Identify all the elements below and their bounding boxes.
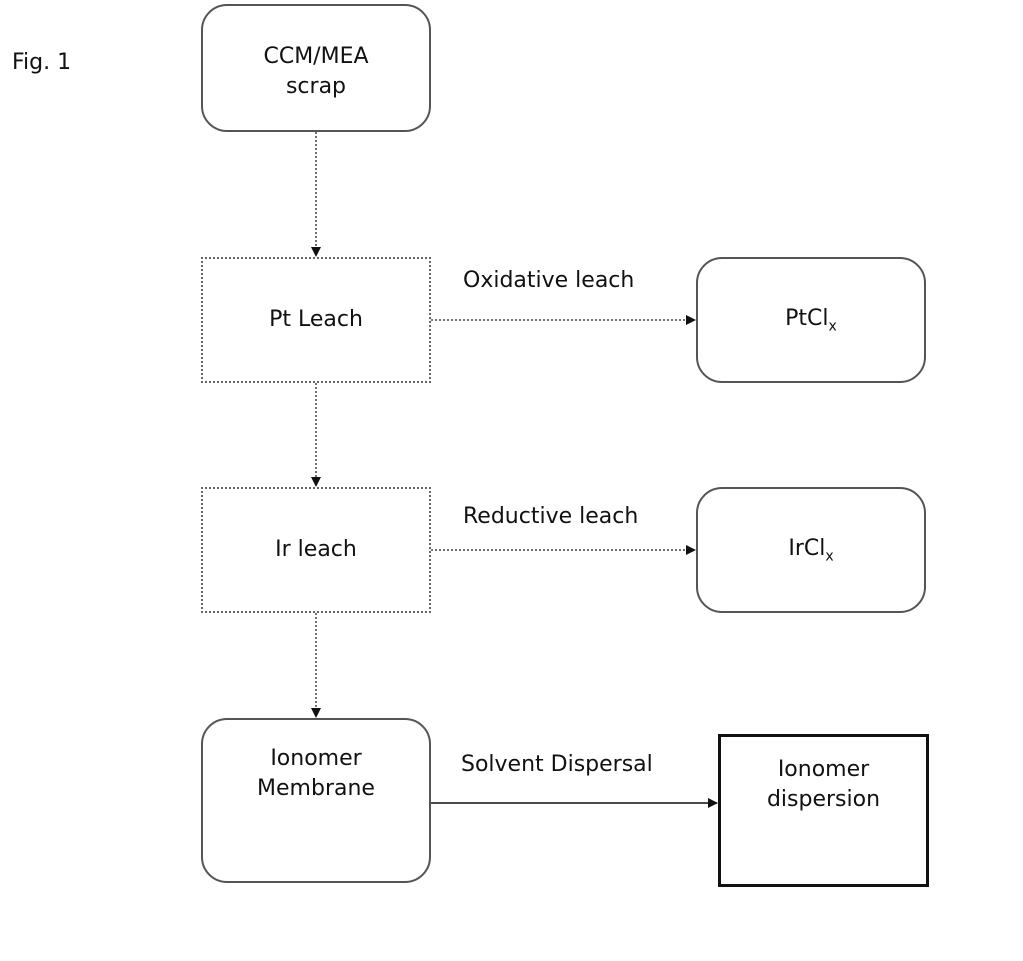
node-ionomer-line2: Membrane <box>257 774 375 804</box>
node-pt-leach: Pt Leach <box>201 257 431 383</box>
node-irclx: IrClx <box>696 487 926 613</box>
edge-label-oxidative-leach: Oxidative leach <box>463 268 634 293</box>
node-irclx-label: IrClx <box>788 534 833 566</box>
node-pt-leach-label: Pt Leach <box>269 305 363 335</box>
node-ccm-mea-scrap: CCM/MEA scrap <box>201 4 431 132</box>
node-ir-leach: Ir leach <box>201 487 431 613</box>
node-dispersion-line2: dispersion <box>767 785 880 815</box>
node-ionomer-dispersion: Ionomer dispersion <box>718 734 929 887</box>
node-ir-leach-label: Ir leach <box>275 535 357 565</box>
irclx-base: IrCl <box>788 536 825 561</box>
node-ptclx-label: PtClx <box>785 304 837 336</box>
edge-label-reductive-leach: Reductive leach <box>463 504 638 529</box>
ptclx-subscript: x <box>829 318 837 334</box>
node-ionomer-line1: Ionomer <box>270 744 361 774</box>
node-ccm-line1: CCM/MEA <box>263 42 368 72</box>
edge-label-solvent-dispersal: Solvent Dispersal <box>461 752 653 777</box>
irclx-subscript: x <box>825 548 833 564</box>
node-ionomer-membrane: Ionomer Membrane <box>201 718 431 883</box>
node-ccm-line2: scrap <box>286 72 346 102</box>
node-ptclx: PtClx <box>696 257 926 383</box>
node-dispersion-line1: Ionomer <box>778 755 869 785</box>
ptclx-base: PtCl <box>785 306 828 331</box>
